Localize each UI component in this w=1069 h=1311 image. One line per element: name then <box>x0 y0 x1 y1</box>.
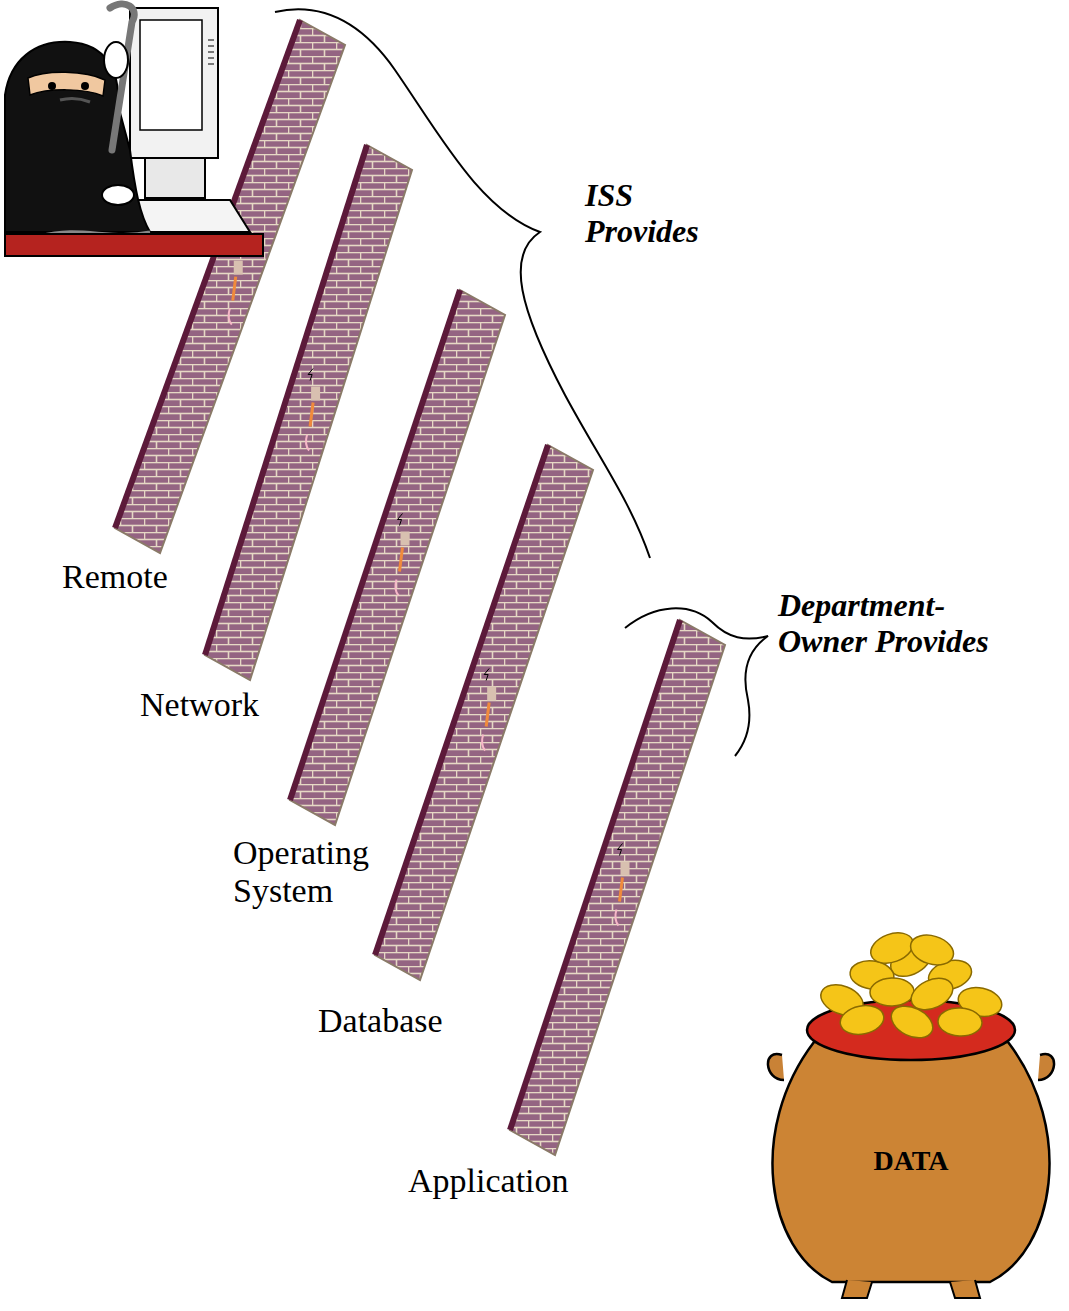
drip-mark <box>615 910 618 926</box>
pot-label: DATA <box>762 1145 1060 1177</box>
wall-crack <box>400 548 403 572</box>
data-pot: DATA <box>762 930 1060 1302</box>
probe-mark <box>308 369 313 381</box>
layer-label: Application <box>408 1162 628 1200</box>
probe-mark <box>398 514 403 526</box>
bracket-label: Department-Owner Provides <box>778 588 1018 660</box>
firewall-walls <box>115 20 725 1155</box>
probe-mark <box>618 844 623 856</box>
layer-label: Operating System <box>233 834 403 910</box>
wall-edge <box>375 445 548 955</box>
brick-wall <box>375 445 593 980</box>
wall-hole <box>401 532 410 546</box>
hacker-figure <box>5 4 263 256</box>
bracket-label: ISS Provides <box>585 178 750 250</box>
drip-mark <box>229 309 232 325</box>
wall-edge <box>510 620 680 1130</box>
layer-label: Network <box>140 686 300 724</box>
probe-mark <box>484 669 489 681</box>
wall-hole <box>311 387 320 401</box>
layer-label: Database <box>318 1002 498 1040</box>
wall-hole <box>621 862 630 876</box>
drip-mark <box>306 435 309 451</box>
wall-crack <box>620 878 623 902</box>
drip-mark <box>482 735 485 751</box>
drip-mark <box>395 580 398 596</box>
wall-edge <box>290 290 460 800</box>
wall-crack <box>233 277 236 301</box>
wall-hole <box>234 261 243 275</box>
wall-hole <box>487 687 496 701</box>
wall-crack <box>310 403 313 427</box>
layer-label: Remote <box>62 558 212 596</box>
pot-outline <box>762 930 1060 1302</box>
brick-wall <box>510 620 725 1155</box>
wall-crack <box>486 703 489 727</box>
bracket <box>275 9 768 756</box>
